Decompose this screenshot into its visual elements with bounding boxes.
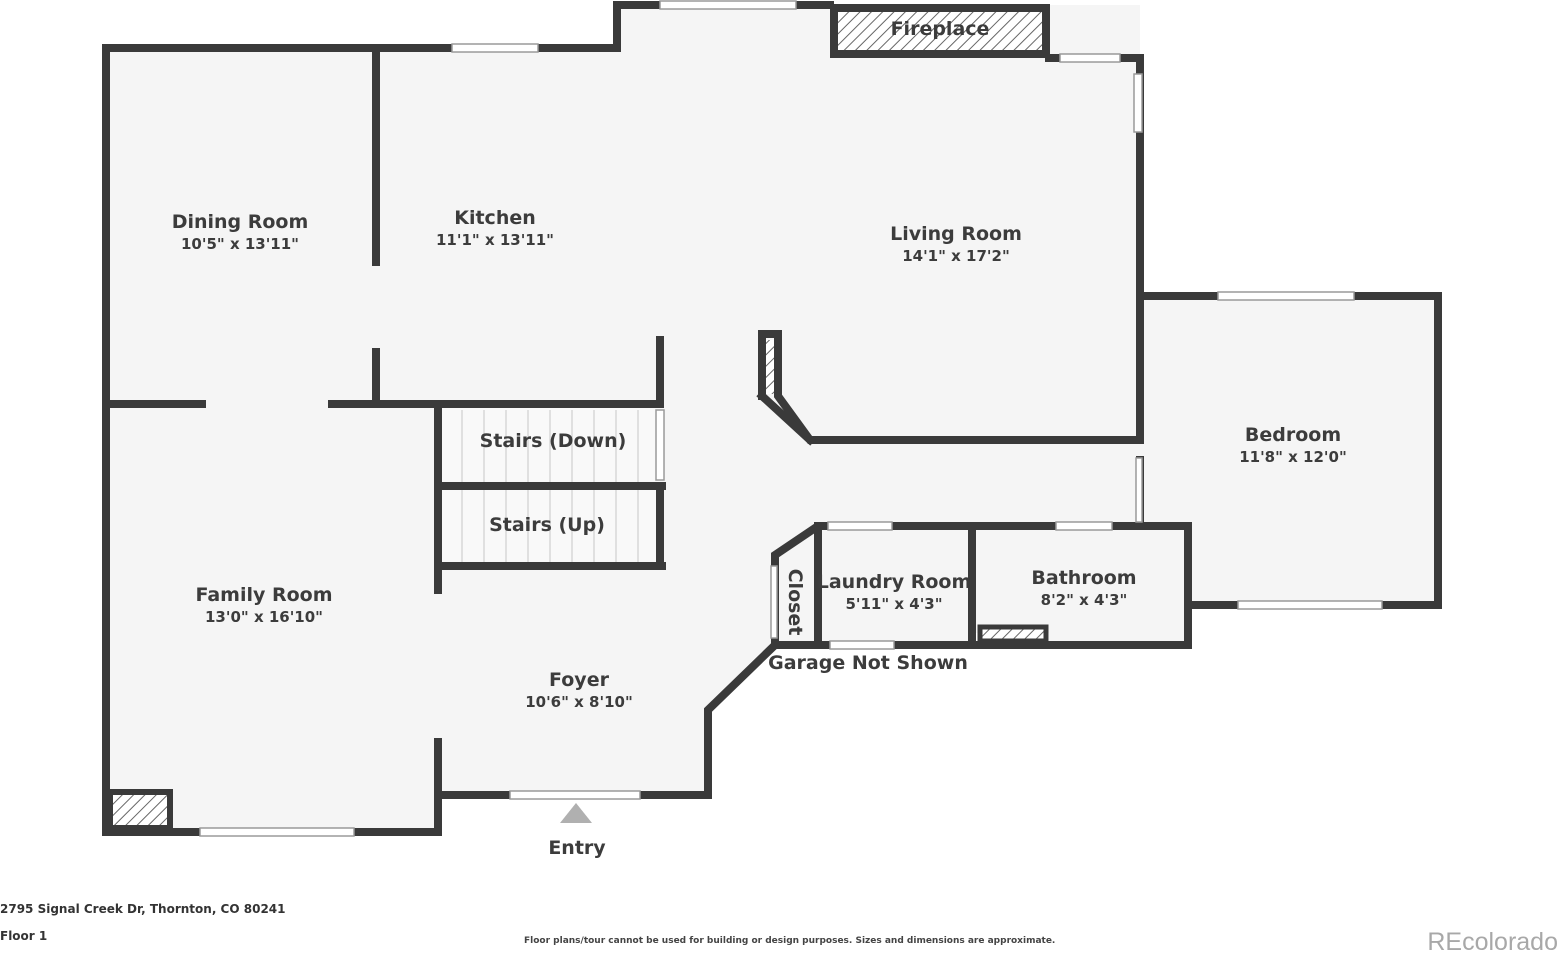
garage-label: Garage Not Shown xyxy=(768,652,968,674)
room-kitchen-name: Kitchen xyxy=(454,207,536,229)
stairs-up-label: Stairs (Up) xyxy=(489,514,605,536)
room-living-dims: 14'1" x 17'2" xyxy=(902,247,1010,265)
bathroom-hatch xyxy=(977,624,1049,644)
entry-label: Entry xyxy=(548,837,606,859)
room-foyer-name: Foyer xyxy=(549,669,610,691)
room-dining-dims: 10'5" x 13'11" xyxy=(181,235,299,253)
property-address: 2795 Signal Creek Dr, Thornton, CO 80241 xyxy=(0,902,286,916)
family-room-hatch xyxy=(107,789,173,831)
room-foyer-dims: 10'6" x 8'10" xyxy=(525,693,633,711)
fireplace-hatch-small xyxy=(766,340,774,394)
brand-logo: REcolorado xyxy=(1427,928,1558,956)
disclaimer: Floor plans/tour cannot be used for buil… xyxy=(524,936,1056,946)
room-laundry-dims: 5'11" x 4'3" xyxy=(845,595,942,613)
room-living-name: Living Room xyxy=(890,223,1022,245)
room-bathroom-name: Bathroom xyxy=(1031,567,1136,589)
floor-label: Floor 1 xyxy=(0,929,48,943)
room-bedroom-name: Bedroom xyxy=(1245,424,1341,446)
stairs-down-label: Stairs (Down) xyxy=(480,430,627,452)
windows xyxy=(199,0,1383,837)
stairs-down xyxy=(440,408,660,484)
room-bathroom-dims: 8'2" x 4'3" xyxy=(1041,591,1128,609)
room-laundry-name: Laundry Room xyxy=(817,571,972,593)
closet-label: Closet xyxy=(784,569,806,636)
fireplace-label: Fireplace xyxy=(891,18,990,40)
room-bedroom-dims: 11'8" x 12'0" xyxy=(1239,448,1347,466)
entry-arrow-icon xyxy=(560,803,592,823)
room-dining-name: Dining Room xyxy=(172,211,309,233)
room-kitchen-dims: 11'1" x 13'11" xyxy=(436,231,554,249)
floor-fill xyxy=(106,5,1438,832)
stairs-up xyxy=(440,488,660,564)
fireplace xyxy=(830,4,1050,58)
room-family-dims: 13'0" x 16'10" xyxy=(205,608,323,626)
room-family-name: Family Room xyxy=(195,584,332,606)
